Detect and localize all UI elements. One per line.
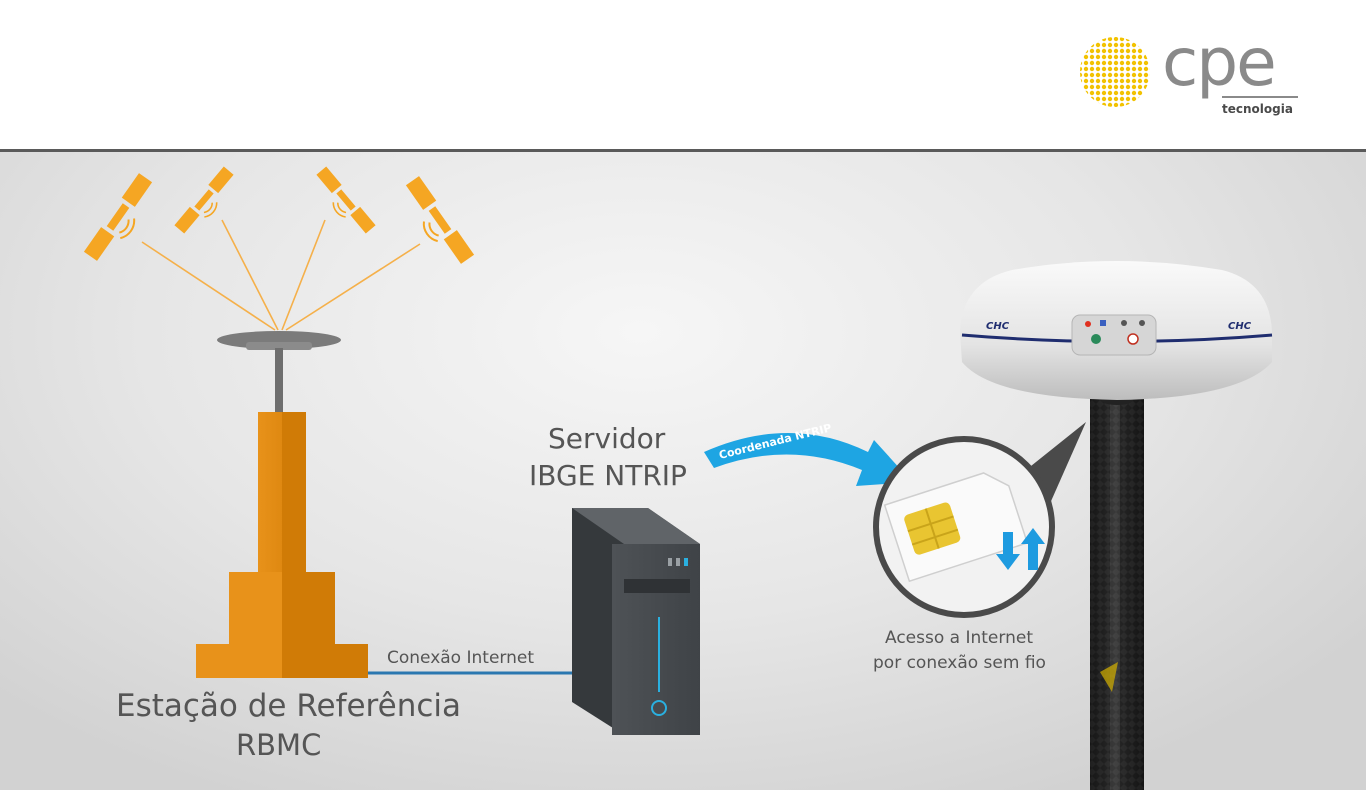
- satellite-icon: [174, 166, 234, 234]
- station-title-line2: RBMC: [236, 728, 322, 762]
- server-tower-icon: [572, 508, 700, 735]
- server-title-line2: IBGE NTRIP: [529, 459, 687, 492]
- wireless-callout: [873, 422, 1086, 618]
- wireless-label-line1: Acesso a Internet: [885, 628, 1033, 648]
- sim-card-icon: [883, 472, 1029, 583]
- logo-wordmark: cpe: [1162, 24, 1277, 101]
- header-divider: [0, 149, 1366, 152]
- gnss-receiver: CHC CHC: [960, 261, 1273, 790]
- receiver-brand-right: CHC: [1228, 321, 1252, 332]
- header: cpe tecnologia: [0, 0, 1366, 149]
- satellite-icon: [83, 173, 153, 261]
- satellite-icon: [316, 166, 376, 234]
- internet-link-label: Conexão Internet: [387, 648, 534, 668]
- reference-station: [196, 331, 368, 678]
- logo-underline: [1222, 96, 1298, 98]
- signal-rays: [141, 219, 421, 331]
- server-title-line1: Servidor: [548, 422, 666, 455]
- data-transfer-arrows-icon: [996, 528, 1045, 570]
- logo-dots-icon: [1080, 37, 1150, 107]
- ntrip-arrow: Coordenada NTRIP: [704, 421, 912, 486]
- receiver-brand-left: CHC: [986, 321, 1010, 332]
- station-title-line1: Estação de Referência: [116, 688, 461, 724]
- wireless-label-line2: por conexão sem fio: [873, 653, 1046, 673]
- satellite-icon: [405, 176, 475, 264]
- diagram-canvas: Coordenada NTRIP: [0, 152, 1366, 790]
- logo-tagline: tecnologia: [1222, 102, 1293, 116]
